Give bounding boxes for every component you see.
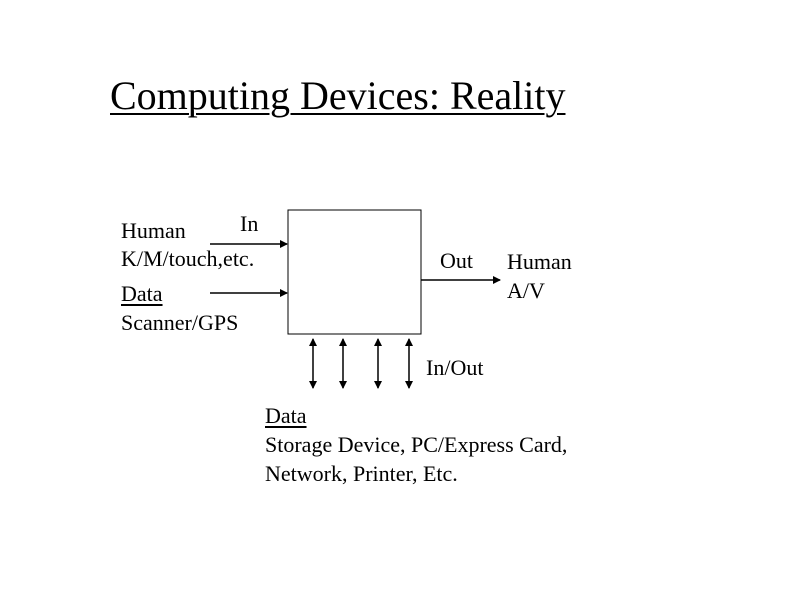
human-output-label: Human <box>507 249 572 274</box>
io-devices-line2: Network, Printer, Etc. <box>265 461 458 486</box>
io-devices-line1: Storage Device, PC/Express Card, <box>265 432 568 457</box>
computing-device-box <box>287 209 422 335</box>
data-input-label: Data <box>121 281 163 306</box>
human-output-devices: A/V <box>507 278 545 303</box>
data-input-devices: Scanner/GPS <box>121 310 239 335</box>
human-input-devices: K/M/touch,etc. <box>121 246 255 271</box>
human-input-label: Human <box>121 218 186 243</box>
io-data-label: Data <box>265 403 307 428</box>
in-label: In <box>240 211 259 236</box>
slide-title: Computing Devices: Reality <box>110 73 566 118</box>
out-label: Out <box>440 248 473 273</box>
io-label: In/Out <box>426 355 484 380</box>
